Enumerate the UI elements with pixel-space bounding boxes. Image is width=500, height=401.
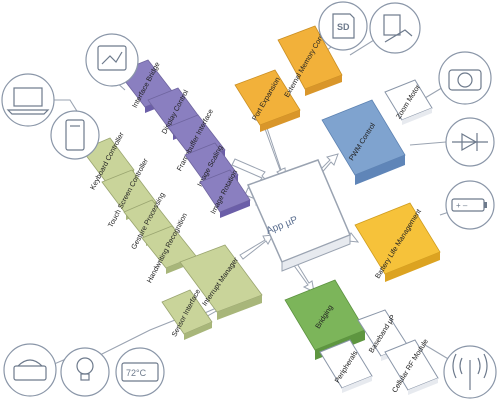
touch-tablet-icon: [85, 33, 139, 87]
laptop-icon: [1, 73, 55, 127]
battery-icon: + –: [445, 180, 495, 230]
block-image-rotation: Image Rotation: [199, 168, 251, 218]
block-zoom-motor: Zoom Motor: [384, 79, 433, 125]
smartphone-icon: [50, 110, 100, 160]
antenna-icon: [443, 345, 497, 399]
thermometer-display-icon: 72°C: [115, 347, 165, 397]
block-battery-life-management: Battery Life Management: [354, 202, 441, 282]
svg-text:+ –: + –: [456, 201, 468, 210]
memory-card-hand-icon: [369, 2, 421, 54]
camera-icon: [438, 51, 492, 105]
sd-card-icon: SD: [318, 1, 368, 51]
block-peripherals: Peripherals: [319, 339, 373, 393]
block-interrupt-manager: Interrupt Manager: [179, 244, 263, 320]
thermometer-display-text: 72°C: [126, 368, 147, 378]
scale-icon: [3, 343, 57, 397]
block-pwm-control: PWM Control: [321, 99, 406, 185]
block-port-expansion: Port Expansion: [234, 69, 301, 132]
app-processor-chip: App µP: [246, 159, 351, 272]
sd-card-text: SD: [337, 22, 350, 32]
diode-icon: [445, 117, 495, 167]
light-bulb-icon: [60, 347, 110, 397]
